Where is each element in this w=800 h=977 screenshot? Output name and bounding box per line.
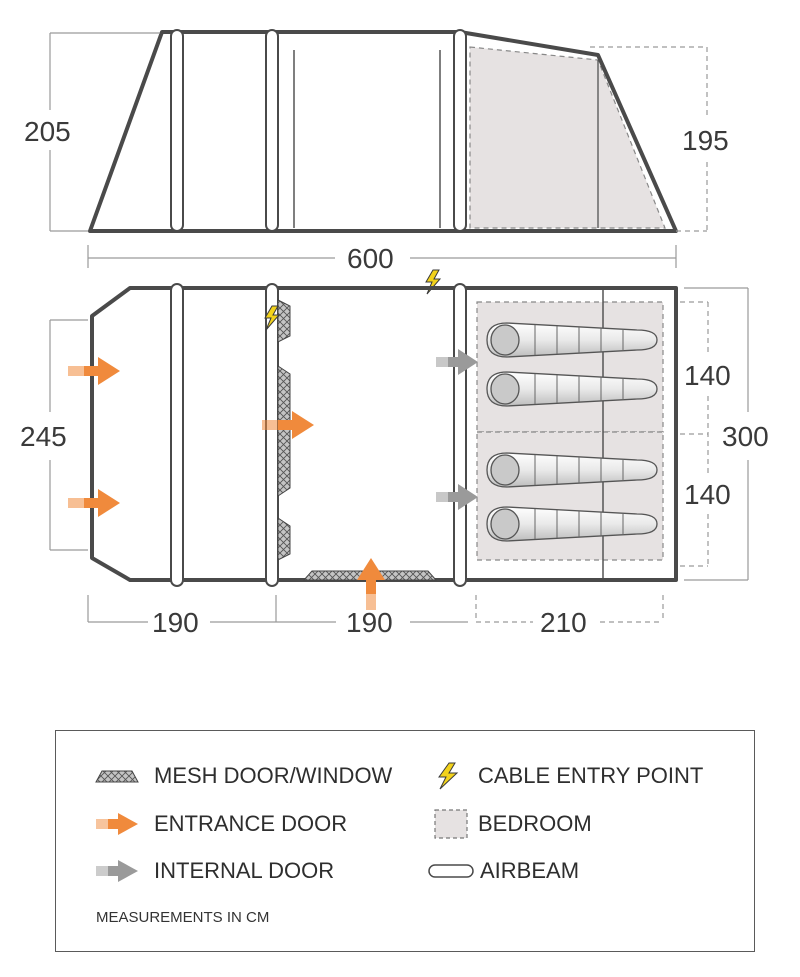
legend-mesh-label: MESH DOOR/WINDOW: [154, 763, 393, 788]
legend-airbeam-label: AIRBEAM: [480, 858, 580, 883]
tent-floorplan-diagram: 205 195 600: [20, 29, 769, 638]
entrance-door-arrow-4: [357, 558, 385, 610]
side-elevation: [88, 29, 678, 233]
mesh-window-2: [277, 365, 291, 497]
side-dimension-lines: [49, 32, 708, 268]
plan-dimension-lines: [49, 287, 749, 623]
dim-bedroom-1-width: 140: [684, 360, 731, 391]
measurements-note: MEASUREMENTS IN CM: [96, 909, 270, 926]
dim-section-1-length: 190: [152, 607, 199, 638]
airbeam-plan-1: [170, 283, 184, 587]
legend-mesh: MESH DOOR/WINDOW: [94, 761, 392, 791]
dim-plan-width-right: 300: [722, 421, 769, 452]
orange-arrow-icon: [94, 809, 154, 839]
mesh-window-3: [277, 517, 291, 561]
legend-bedroom-label: BEDROOM: [478, 811, 592, 836]
legend-entrance-label: ENTRANCE DOOR: [154, 811, 348, 836]
lightning-bolt-icon: [436, 761, 478, 791]
floor-plan: [90, 283, 678, 587]
airbeam-side-3: [453, 29, 467, 232]
legend-cable-label: CABLE ENTRY POINT: [478, 763, 704, 788]
mesh-window-1: [277, 299, 291, 343]
dim-side-height-left: 205: [24, 116, 71, 147]
legend-internal: INTERNAL DOOR: [94, 856, 334, 886]
airbeam-side-2: [265, 29, 279, 232]
airbeam-icon: [428, 856, 480, 886]
legend-internal-label: INTERNAL DOOR: [154, 858, 335, 883]
dim-plan-width-left: 245: [20, 421, 67, 452]
dim-section-3-length: 210: [540, 607, 587, 638]
airbeam-plan-2: [265, 283, 279, 587]
dim-side-height-right: 195: [682, 125, 729, 156]
legend-cable: CABLE ENTRY POINT: [436, 761, 703, 791]
legend-bedroom: BEDROOM: [434, 809, 592, 839]
legend: MESH DOOR/WINDOW CABLE ENTRY POINT ENTRA…: [55, 730, 755, 952]
bedroom-swatch-icon: [434, 809, 478, 839]
mesh-icon: [94, 761, 154, 791]
side-outline: [88, 30, 678, 233]
dim-bedroom-2-width: 140: [684, 479, 731, 510]
cable-entry-icon: [425, 269, 441, 295]
dim-total-length: 600: [347, 243, 394, 274]
airbeam-side-1: [170, 29, 184, 232]
dim-section-2-length: 190: [346, 607, 393, 638]
airbeam-plan-3: [453, 283, 467, 587]
legend-entrance: ENTRANCE DOOR: [94, 809, 347, 839]
side-bedroom-panel: [469, 46, 666, 229]
floor-outline: [90, 286, 678, 582]
legend-airbeam: AIRBEAM: [428, 856, 579, 886]
grey-arrow-icon: [94, 856, 154, 886]
bedroom-1: [476, 301, 664, 433]
